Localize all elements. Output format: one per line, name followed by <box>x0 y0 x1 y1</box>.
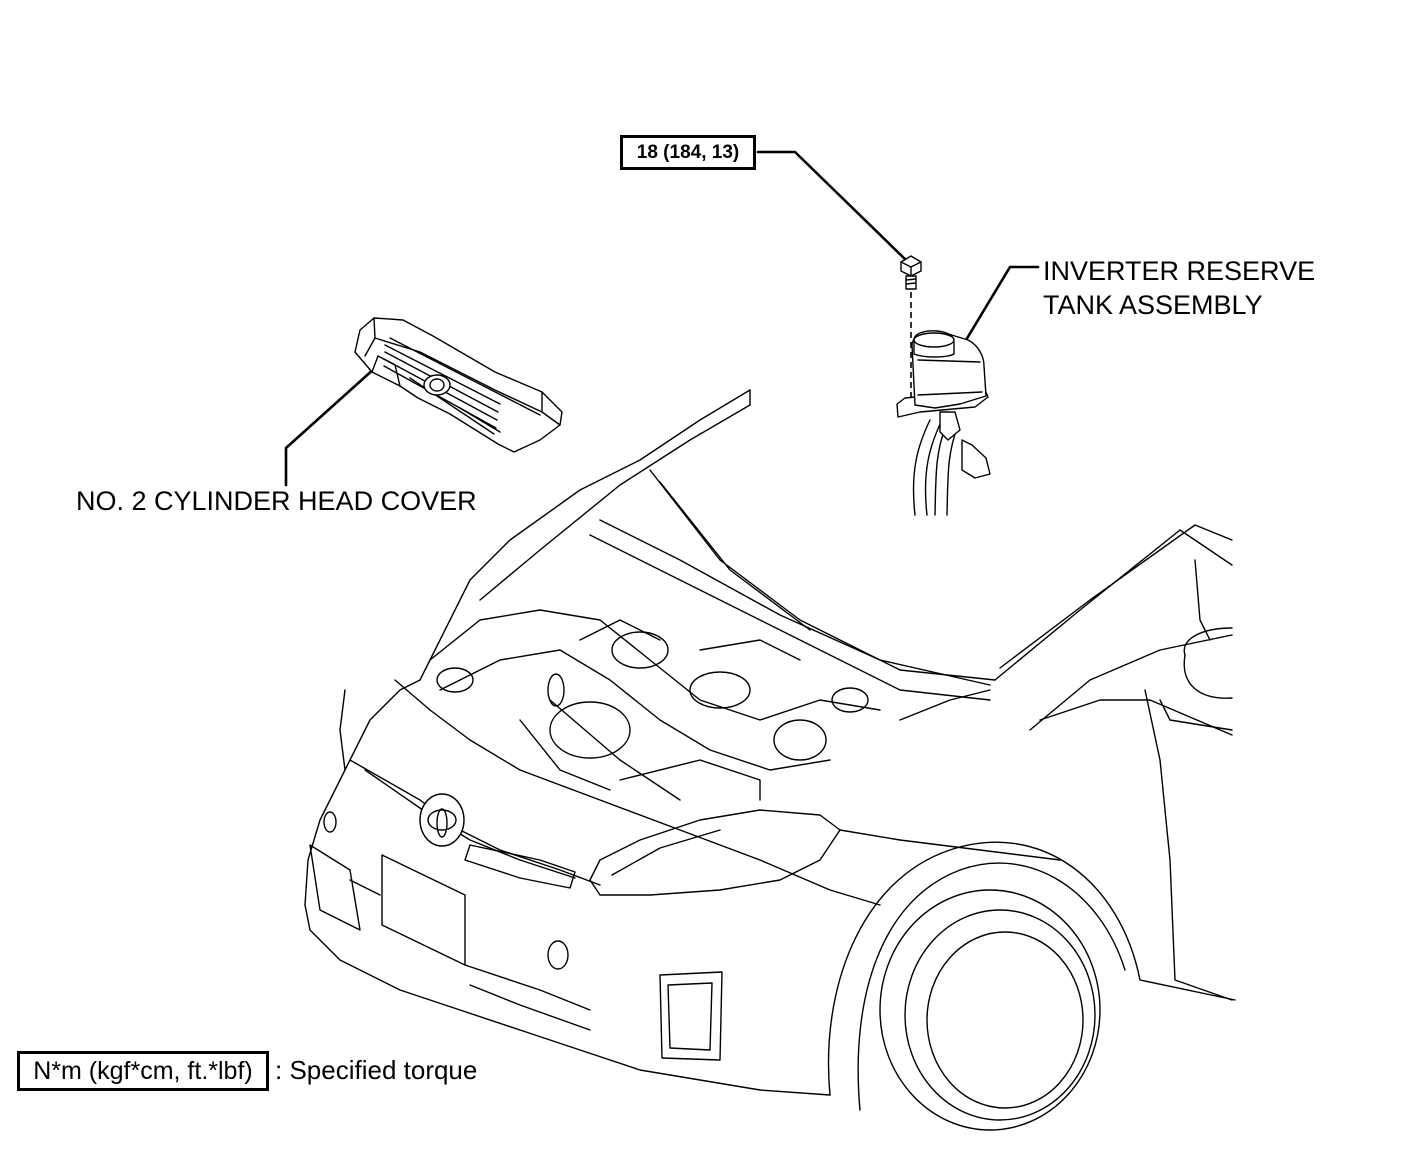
legend-units-box: N*m (kgf*cm, ft.*lbf) <box>17 1051 269 1091</box>
torque-spec-box: 18 (184, 13) <box>620 135 756 170</box>
toyota-logo-icon <box>423 374 451 396</box>
torque-spec-value: 18 (184, 13) <box>636 142 740 163</box>
leader-lines <box>284 150 1040 487</box>
inverter-label-line1: INVERTER RESERVE <box>1043 256 1316 286</box>
inverter-reserve-tank <box>896 330 991 516</box>
inverter-label-line2: TANK ASSEMBLY <box>1043 290 1263 320</box>
front-tire <box>879 889 1101 1131</box>
head-cover-label: NO. 2 CYLINDER HEAD COVER <box>76 486 477 516</box>
toyota-emblem-icon <box>419 793 465 847</box>
legend-units: N*m (kgf*cm, ft.*lbf) <box>33 1057 253 1085</box>
vehicle-front <box>304 389 1236 1131</box>
cylinder-head-cover <box>354 317 563 453</box>
bolt-icon <box>900 255 922 412</box>
legend-description: : Specified torque <box>275 1055 478 1085</box>
